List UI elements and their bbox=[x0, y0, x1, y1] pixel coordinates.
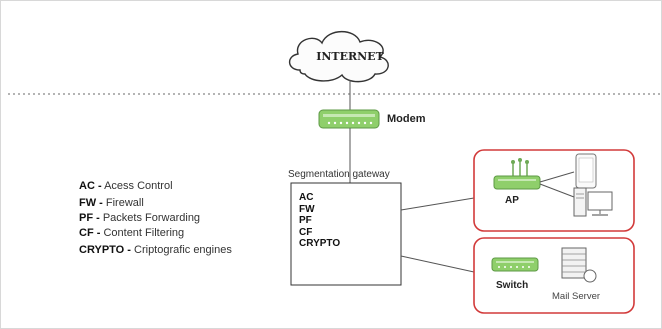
desktop-icon bbox=[573, 187, 613, 217]
wireless-zone bbox=[473, 149, 635, 232]
switch-label: Switch bbox=[496, 280, 529, 291]
gateway-item-crypto: CRYPTO bbox=[299, 238, 341, 249]
modem-icon bbox=[318, 109, 380, 129]
legend-abbr: CF - bbox=[79, 227, 101, 239]
gateway-item-cf: CF bbox=[299, 226, 313, 238]
access-point-icon bbox=[493, 158, 541, 190]
legend-desc: Criptografic engines bbox=[134, 244, 232, 256]
legend-row-fw: FW - Firewall bbox=[79, 197, 144, 209]
gateway-title: Segmentation gateway bbox=[288, 169, 390, 180]
modem-label: Modem bbox=[387, 113, 426, 125]
phone-icon bbox=[575, 153, 597, 189]
legend-row-pf: PF - Packets Forwarding bbox=[79, 212, 200, 224]
ap-label: AP bbox=[505, 195, 519, 206]
legend-row-ac: AC - Acess Control bbox=[79, 180, 173, 192]
legend-row-cf: CF - Content Filtering bbox=[79, 227, 184, 239]
legend-row-crypto: CRYPTO - Criptografic engines bbox=[79, 244, 232, 256]
gateway-box bbox=[290, 182, 402, 286]
legend-desc: Packets Forwarding bbox=[102, 212, 201, 224]
server-icon bbox=[561, 247, 597, 283]
wired-zone bbox=[473, 237, 635, 314]
legend-desc: Content Filtering bbox=[103, 227, 185, 239]
legend-abbr: FW - bbox=[79, 197, 103, 209]
gateway-item-pf: PF bbox=[299, 215, 312, 226]
cloud-icon bbox=[288, 30, 389, 83]
legend-abbr: AC - bbox=[79, 180, 102, 192]
mail-server-label: Mail Server bbox=[552, 291, 601, 302]
link-ap-desktop bbox=[539, 183, 575, 198]
link-gateway-wired bbox=[400, 255, 475, 273]
gateway-item-ac: AC bbox=[299, 192, 314, 203]
link-ap-phone bbox=[539, 171, 575, 183]
legend-desc: Firewall bbox=[105, 197, 144, 209]
internet-label: INTERNET bbox=[316, 50, 384, 63]
switch-icon bbox=[491, 257, 539, 272]
legend-abbr: CRYPTO - bbox=[79, 244, 131, 256]
gateway-item-fw: FW bbox=[299, 203, 315, 215]
link-gateway-wireless bbox=[400, 197, 475, 211]
gateway-function-list: AC FW PF CF CRYPTO bbox=[299, 192, 340, 250]
legend-abbr: PF - bbox=[79, 212, 100, 224]
legend-desc: Acess Control bbox=[104, 180, 173, 192]
